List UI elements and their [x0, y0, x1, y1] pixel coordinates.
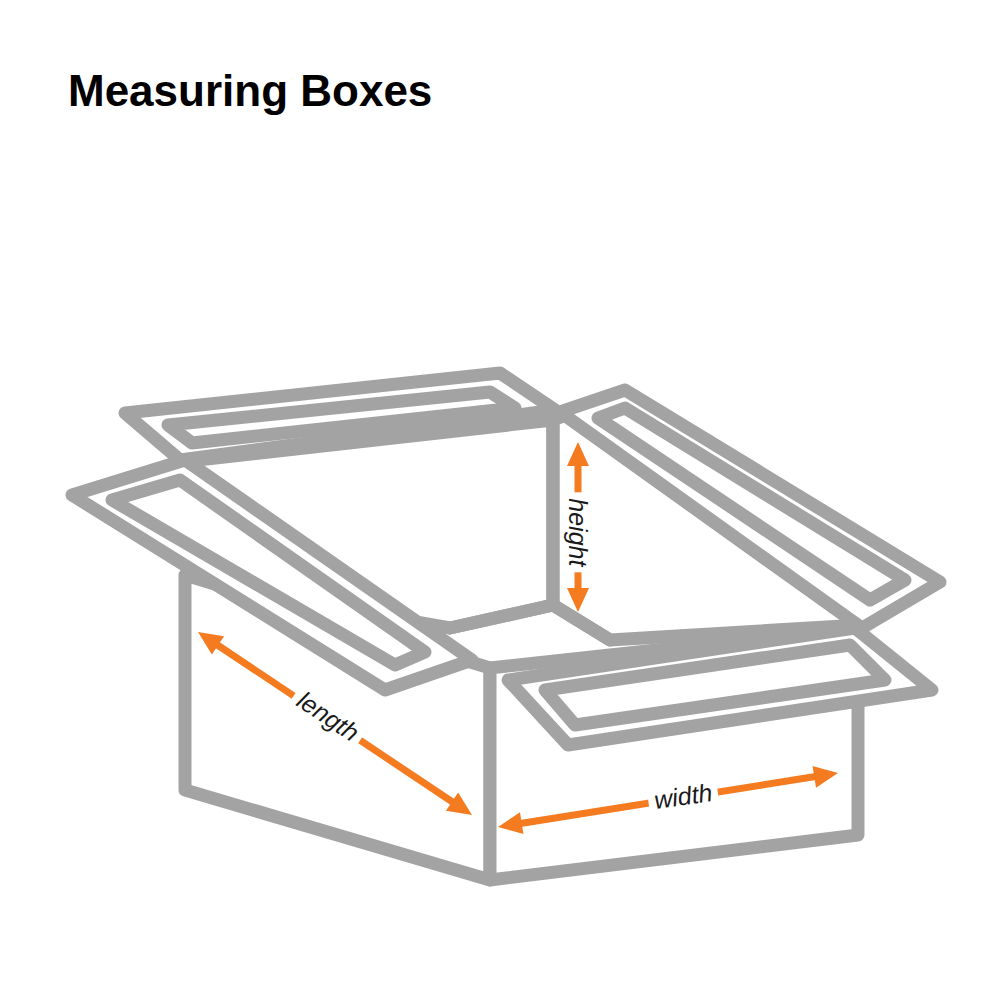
dimension-arrows: [198, 442, 838, 834]
arrow-head: [498, 812, 523, 834]
box-flap: [125, 373, 555, 460]
arrow-head: [198, 632, 224, 654]
arrow-head: [446, 793, 472, 815]
arrow-line: [516, 776, 820, 824]
box-corner: [547, 420, 560, 605]
arrow-head: [813, 766, 838, 788]
arrow-head: [567, 588, 589, 612]
box-flap-inner: [545, 645, 885, 725]
box-flap-inner: [112, 480, 425, 665]
box-flap: [72, 460, 472, 690]
box-flap-inner: [168, 392, 515, 443]
box-flap-inner: [598, 408, 905, 600]
box-floor-edge: [553, 605, 610, 640]
box-floor-edge: [450, 605, 553, 628]
box-flap: [560, 390, 940, 628]
arrow-head: [567, 442, 589, 466]
arrow-line: [213, 642, 457, 805]
box-flap: [508, 628, 932, 745]
dimension-label: height: [564, 492, 593, 572]
title: Measuring Boxes: [68, 66, 432, 116]
